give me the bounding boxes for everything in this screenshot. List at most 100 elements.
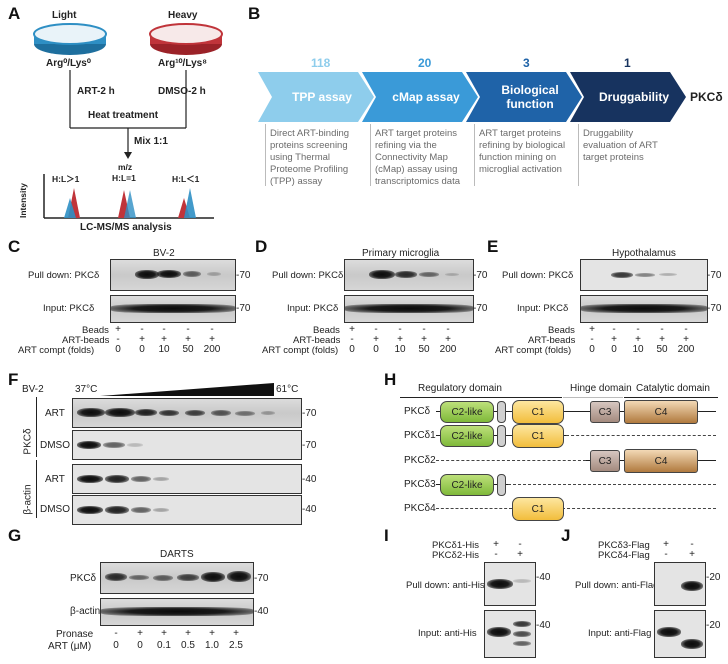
j-sign-2-2: +: [689, 549, 695, 560]
panel-d-title: Primary microglia: [362, 248, 440, 259]
final-target: PKCδ: [690, 90, 723, 104]
beads-1: +: [115, 324, 121, 335]
art-5: 1.0: [205, 640, 219, 651]
mw-label: -70: [473, 303, 488, 314]
artbeads-4: +: [659, 334, 665, 345]
row-compt: ART compt (folds): [495, 345, 572, 356]
panel-label-h: H: [384, 370, 397, 389]
beads-4: -: [186, 324, 190, 335]
compt-4: 200: [677, 344, 695, 355]
iso-dash: [436, 460, 586, 461]
art-2: 0: [137, 640, 143, 651]
i-sign-2-1: -: [494, 549, 498, 560]
mw-label: -70: [236, 270, 251, 281]
divider-3: [474, 124, 475, 186]
j-pull-label: Pull down: anti-Flag: [575, 580, 659, 591]
panel-label-b: B: [248, 4, 261, 23]
pulldown-blot: [580, 259, 708, 291]
beads-2: -: [140, 324, 144, 335]
f-blot-dmso: [72, 430, 302, 460]
domain-c4: C4: [624, 400, 698, 424]
j-sign-1-2: -: [690, 539, 694, 550]
i-pull-blot: [484, 562, 536, 606]
header-line-hinge: [563, 397, 623, 398]
beads-5: -: [684, 324, 688, 335]
i-input-blot: [484, 610, 536, 658]
j-input-label: Input: anti-Flag: [588, 628, 652, 639]
domain-c1: C1: [512, 424, 564, 448]
i-sign-1-2: -: [518, 539, 522, 550]
beads-4: -: [660, 324, 664, 335]
bracket-actin: [36, 460, 37, 518]
compt-1: 0: [611, 344, 617, 355]
artbeads-1: -: [116, 334, 120, 345]
domain-c3: C3: [590, 450, 620, 472]
compt-3: 50: [182, 344, 194, 355]
artbeads-5: +: [209, 334, 215, 345]
beads-1: +: [589, 324, 595, 335]
pseudo-substrate: [497, 401, 506, 423]
divider-4: [578, 124, 579, 186]
heavy-medium-label: Arg¹⁰/Lys⁸: [158, 58, 207, 69]
input-blot: [110, 295, 236, 323]
pull-label: Pull down: PKCδ: [272, 270, 344, 281]
art-6: 2.5: [229, 640, 243, 651]
g-row-pkcd: PKCδ: [70, 573, 97, 584]
art-4: 0.5: [181, 640, 195, 651]
pronase-label: Pronase: [56, 629, 94, 640]
iso-pkcd: PKCδ: [404, 406, 431, 417]
step-bio: Biological function: [501, 83, 559, 111]
row-artbeads: ART-beads: [293, 335, 341, 346]
pulldown-blot: [110, 259, 236, 291]
i-pull-label: Pull down: anti-His: [406, 580, 485, 591]
row-art-2: ART: [45, 474, 65, 485]
i-input-label: Input: anti-His: [418, 628, 477, 639]
g-blot-pkcd: [100, 562, 254, 594]
compt-3: 50: [656, 344, 668, 355]
step-cmap: cMap assay: [392, 90, 460, 104]
i-row-1: PKCδ1-His: [432, 540, 479, 551]
darts-title: DARTS: [160, 549, 194, 560]
panel-label-a: A: [8, 4, 21, 23]
pulldown-blot: [344, 259, 474, 291]
compt-1: 0: [373, 344, 379, 355]
step-drug: Druggability: [598, 90, 669, 104]
artbeads-2: +: [139, 334, 145, 345]
ms-spectrum-plot: [43, 174, 214, 219]
panel-label-e: E: [487, 237, 499, 256]
panel-label-j: J: [561, 526, 571, 545]
mw-label: -70: [707, 270, 722, 281]
beads-2: -: [374, 324, 378, 335]
lcms-label: LC-MS/MS analysis: [80, 222, 172, 233]
mw-label: -70: [707, 303, 722, 314]
compt-2: 10: [632, 344, 644, 355]
desc-cmap: ART target proteins refining via the Con…: [375, 128, 461, 187]
desc-bio: ART target proteins refining by biologic…: [479, 128, 566, 175]
count-tpp: 118: [311, 56, 331, 70]
row-beads: Beads: [82, 325, 109, 336]
beads-2: -: [612, 324, 616, 335]
art-3: 0.1: [157, 640, 171, 651]
artbeads-5: +: [445, 334, 451, 345]
domain-c1: C1: [512, 400, 564, 424]
g-row-actin: β-actin: [70, 606, 101, 617]
compt-1: 0: [139, 344, 145, 355]
row-dmso-1: DMSO: [40, 440, 70, 451]
mw-f-4: -40: [302, 504, 317, 515]
input-label: Input: PKCδ: [43, 303, 95, 314]
dmso-treatment-label: DMSO-2 h: [158, 86, 206, 97]
domain-c3: C3: [590, 401, 620, 423]
artbeads-2: +: [373, 334, 379, 345]
input-label: Input: PKCδ: [287, 303, 339, 314]
i-mw-2: -40: [536, 620, 551, 631]
mz-label: m/z: [118, 162, 133, 172]
pronase-2: +: [137, 628, 143, 639]
input-blot: [344, 295, 474, 323]
compt-2: 10: [394, 344, 406, 355]
mw-f-2: -70: [302, 440, 317, 451]
header-catalytic: Catalytic domain: [636, 383, 710, 394]
i-mw-1: -40: [536, 572, 551, 583]
art-um-label: ART (μM): [48, 641, 92, 652]
row-compt: ART compt (folds): [18, 345, 95, 356]
pseudo-substrate: [497, 474, 506, 496]
